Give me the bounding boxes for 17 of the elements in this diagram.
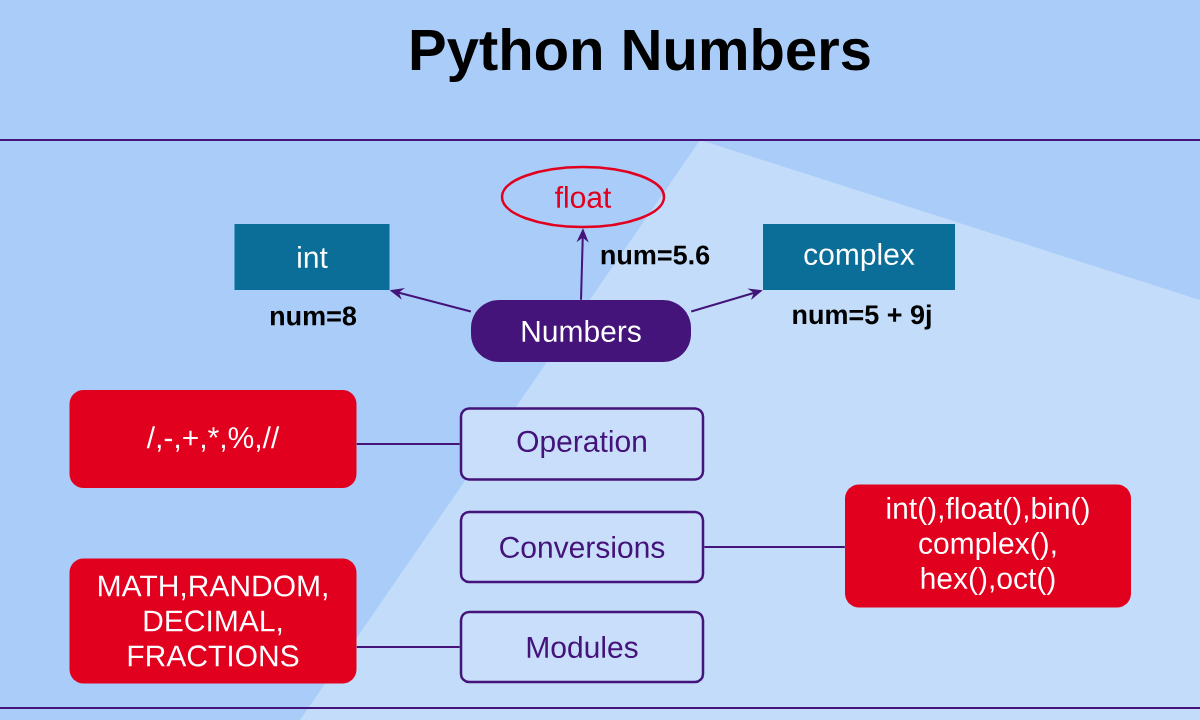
example-box: MATH,RANDOM, DECIMAL, FRACTIONS: [69, 558, 357, 684]
example-box: /,-,+,*,%,//: [69, 390, 357, 488]
connector: [355, 646, 461, 648]
category-box: Conversions: [459, 510, 705, 584]
title: Python Numbers: [411, 27, 870, 82]
root-pill: Numbers: [471, 300, 691, 362]
value-label: num=5.6: [601, 245, 710, 265]
connector: [703, 546, 846, 548]
type-box: int: [234, 224, 390, 290]
type-box: complex: [763, 224, 955, 290]
connector: [355, 443, 461, 445]
example-box: int(),float(),bin() complex(), hex(),oct(): [845, 484, 1131, 608]
type-oval: float: [500, 165, 666, 229]
category-box: Operation: [459, 407, 705, 481]
value-label: num=8: [270, 306, 357, 326]
value-label: num=5 + 9j: [793, 304, 931, 330]
category-box: Modules: [459, 610, 705, 684]
